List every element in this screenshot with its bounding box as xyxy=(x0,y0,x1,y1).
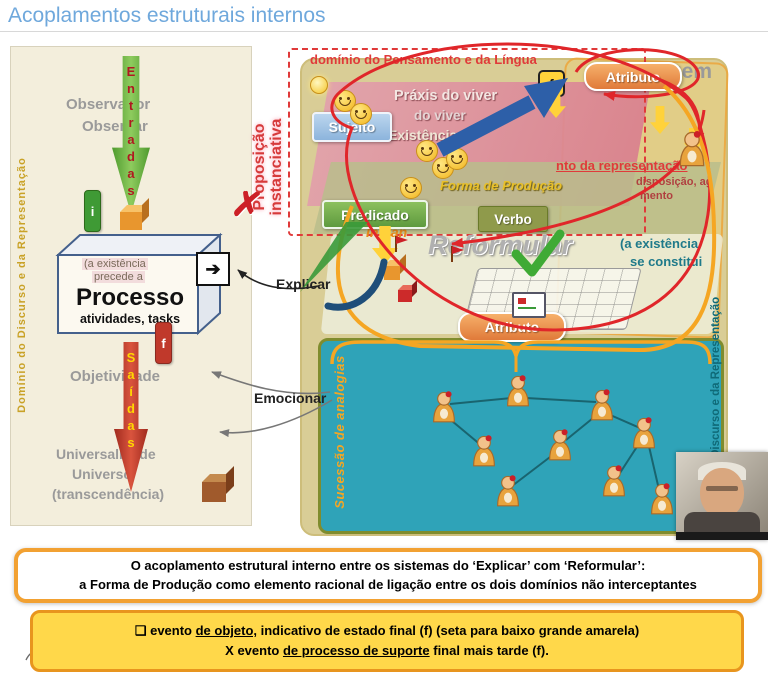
constitui-line1: (a existência xyxy=(620,236,699,251)
webcam-person-glasses xyxy=(706,486,738,491)
input-flag: i xyxy=(84,190,101,232)
processo-title: Processo xyxy=(75,284,185,311)
summary-line1: O acoplamento estrutural interno entre o… xyxy=(130,558,646,574)
left-domain-label: Domínio do Discurso e da Representação xyxy=(16,157,28,413)
representacao-fragment: nto da representação xyxy=(556,158,688,173)
legend-line2-prefix: X evento xyxy=(225,643,283,658)
mento-fragment: mento xyxy=(640,190,673,202)
webcam-video[interactable] xyxy=(676,452,768,540)
legend-line2-rest: final mais tarde (f). xyxy=(429,643,549,658)
legend-line1-underlined: de objeto, xyxy=(195,622,257,638)
webcam-person-body xyxy=(684,512,760,532)
verbo-text: Verbo xyxy=(494,211,532,227)
saidas-label: Saídas xyxy=(123,350,139,452)
lightbulb-icon xyxy=(310,76,328,94)
explicar-label: Explicar xyxy=(276,276,331,292)
legend-line1-prefix: ❑ evento xyxy=(134,622,196,638)
processo-subtitle: atividades, tasks xyxy=(79,312,181,326)
sucessao-label: Sucessão de analogias xyxy=(332,355,347,509)
smiley-icon xyxy=(416,140,438,162)
predicado-text: Predicado xyxy=(341,206,409,223)
screen-content xyxy=(518,298,526,304)
webcam-person-face xyxy=(700,468,744,518)
atributo-top-label: Atributo xyxy=(584,62,682,91)
webcam-bottom-strip xyxy=(676,532,768,540)
viver-label: do viver xyxy=(414,108,466,123)
legend-line1-rest: indicativo de estado final (f) (seta par… xyxy=(257,622,640,638)
page-title: Acoplamentos estruturais internos xyxy=(8,4,326,27)
summary-banner: O acoplamento estrutural interno entre o… xyxy=(14,548,762,603)
small-orange-cube-icon xyxy=(384,266,400,280)
praxis-label: Práxis do viver xyxy=(394,88,498,104)
atributo-top-text: Atributo xyxy=(605,68,661,85)
universo-label: Universo xyxy=(72,466,132,482)
entradas-label: Entradas xyxy=(123,64,139,200)
constitui-line2: se constitui xyxy=(630,254,703,269)
predicado-label: Predicado xyxy=(322,200,428,229)
output-cube-icon xyxy=(202,482,226,502)
smiley-icon xyxy=(400,177,422,199)
right-arrow-icon: ➔ xyxy=(205,258,221,279)
small-red-cube-icon xyxy=(398,290,412,302)
screen-content-line xyxy=(518,307,536,309)
proposicao-line2: instanciativa xyxy=(267,118,285,216)
emocionar-label: Emocionar xyxy=(254,390,327,406)
legend-banner: ❑ evento de objeto, indicativo de estado… xyxy=(30,610,744,672)
summary-line2: a Forma de Produção como elemento racion… xyxy=(79,576,697,592)
transcendencia-label: (transcendência) xyxy=(52,486,165,502)
forma-producao-label: Forma de Produção xyxy=(440,178,563,193)
process-output-arrow-box: ➔ xyxy=(196,252,230,286)
objetividade-label: Objetividade xyxy=(70,368,161,385)
legend-line1: ❑ evento de objeto, indicativo de estado… xyxy=(135,621,639,641)
teal-panel xyxy=(318,338,724,534)
input-flag-label: i xyxy=(90,203,95,219)
existence-note-line2: precede a xyxy=(92,271,145,283)
verbo-label: Verbo xyxy=(478,206,548,232)
f-event-badge: f xyxy=(538,70,565,97)
legend-line2-underlined: de processo de suporte xyxy=(282,643,430,658)
output-flag-label: f xyxy=(161,335,166,351)
smiley-icon xyxy=(446,148,468,170)
existence-note-line1: (a existência xyxy=(82,258,148,270)
atributo-mid-text: Atributo xyxy=(484,319,540,335)
smiley-icon xyxy=(350,103,372,125)
screen-icon xyxy=(512,292,546,318)
input-cube-icon xyxy=(120,212,142,230)
thought-domain-label: domínio do Pensamento e da Língua xyxy=(310,52,537,67)
legend-line2: X evento de processo de suporte final ma… xyxy=(225,641,549,661)
output-flag: f xyxy=(155,322,172,364)
f-event-text: f xyxy=(549,75,554,92)
reformular-label: Reformular xyxy=(428,230,573,260)
disposicao-fragment: disposição, ag xyxy=(636,176,713,188)
title-divider xyxy=(0,31,768,32)
